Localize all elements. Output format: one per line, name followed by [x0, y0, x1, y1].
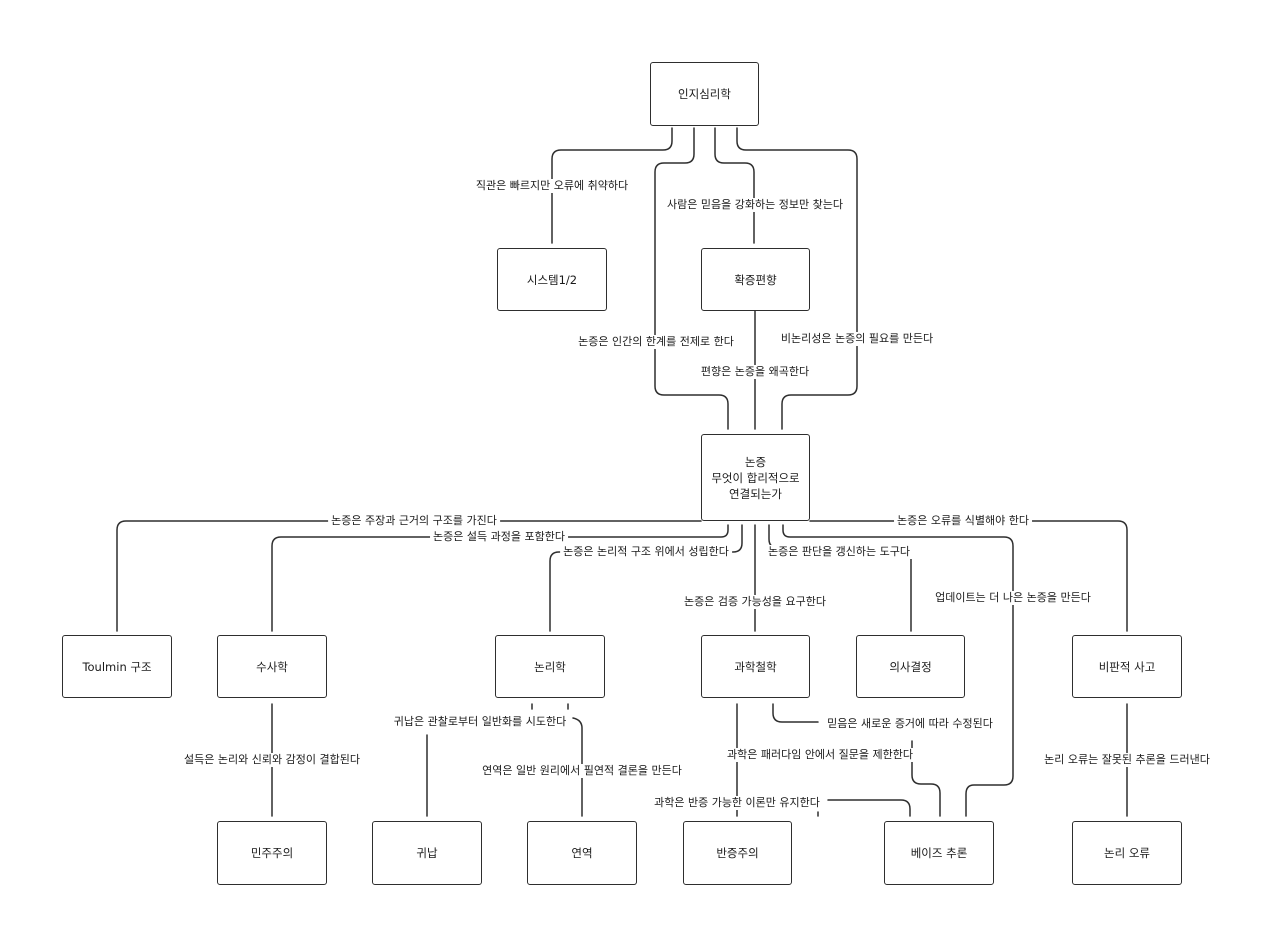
node-cognitive-psychology[interactable]: 인지심리학	[650, 62, 759, 126]
node-democracy[interactable]: 민주주의	[217, 821, 327, 885]
edge-label: 논리 오류는 잘못된 추론을 드러낸다	[1041, 753, 1213, 767]
node-toulmin[interactable]: Toulmin 구조	[62, 635, 172, 698]
edge-label: 과학은 반증 가능한 이론만 유지한다	[651, 796, 823, 810]
edge-argument-logic	[549, 524, 743, 632]
node-argument[interactable]: 논증 무엇이 합리적으로 연결되는가	[701, 434, 810, 521]
edge-logic-deduction-2	[572, 717, 583, 817]
edge-argument-decision	[768, 524, 912, 632]
node-system-1-2[interactable]: 시스템1/2	[497, 248, 607, 311]
edge-cogpsy-system	[551, 127, 673, 244]
edge-philsci-bayes-2	[911, 740, 941, 817]
edge-label: 과학은 패러다임 안에서 질문을 제한한다	[723, 748, 917, 762]
edge-label: 논증은 판단을 갱신하는 도구다	[764, 545, 914, 559]
edge-label: 사람은 믿음을 강화하는 정보만 찾는다	[664, 198, 846, 212]
edge-argument-bayes	[782, 524, 1014, 817]
edge-cogpsy-bias	[714, 127, 755, 244]
edge-label: 귀납은 관찰로부터 일반화를 시도한다	[390, 715, 570, 729]
edge-argument-critical	[809, 520, 1128, 632]
node-deduction[interactable]: 연역	[527, 821, 637, 885]
edge-label: 논증은 검증 가능성을 요구한다	[680, 595, 830, 609]
edge-argument-toulmin	[116, 520, 702, 632]
edge-falsification-bayes	[827, 799, 911, 817]
edge-label: 믿음은 새로운 증거에 따라 수정된다	[824, 717, 996, 731]
node-falsificationism[interactable]: 반증주의	[683, 821, 792, 885]
node-critical-thinking[interactable]: 비판적 사고	[1072, 635, 1182, 698]
edge-label: 직관은 빠르지만 오류에 취약하다	[472, 179, 632, 193]
node-decision-making[interactable]: 의사결정	[856, 635, 965, 698]
edge-label: 설득은 논리와 신뢰와 감정이 결합된다	[181, 753, 363, 767]
node-rhetoric[interactable]: 수사학	[217, 635, 327, 698]
node-logic[interactable]: 논리학	[495, 635, 605, 698]
edge-label: 비논리성은 논증의 필요를 만든다	[777, 332, 937, 346]
edge-philsci-bayes	[772, 703, 819, 723]
edge-label: 논증은 오류를 식별해야 한다	[894, 514, 1032, 528]
node-logical-fallacy[interactable]: 논리 오류	[1072, 821, 1182, 885]
node-philosophy-of-science[interactable]: 과학철학	[701, 635, 810, 698]
edge-label: 연역은 일반 원리에서 필연적 결론을 만든다	[479, 764, 685, 778]
edge-label: 논증은 설득 과정을 포함한다	[430, 530, 568, 544]
edge-label: 논증은 인간의 한계를 전제로 한다	[575, 335, 737, 349]
edge-label: 업데이트는 더 나은 논증을 만든다	[932, 591, 1094, 605]
node-bayesian-inference[interactable]: 베이즈 추론	[884, 821, 994, 885]
edge-label: 논증은 논리적 구조 위에서 성립한다	[560, 545, 732, 559]
node-confirmation-bias[interactable]: 확증편향	[701, 248, 810, 311]
edge-label: 편향은 논증을 왜곡한다	[697, 365, 813, 379]
edge-label: 논증은 주장과 근거의 구조를 가진다	[328, 514, 500, 528]
edge-cogpsy-argument-left	[654, 127, 729, 430]
edge-cogpsy-argument-right	[736, 127, 858, 430]
node-induction[interactable]: 귀납	[372, 821, 482, 885]
